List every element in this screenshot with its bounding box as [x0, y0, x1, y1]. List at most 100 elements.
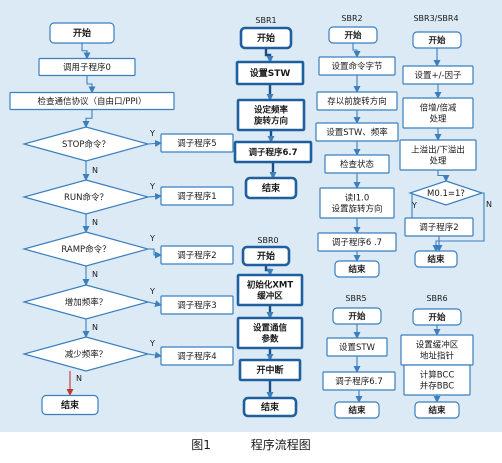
node-s6-end: 结束 [414, 401, 460, 419]
process-shape [322, 371, 396, 391]
section-title-sbr1: SBR1 [255, 16, 276, 25]
edge-m-ramp-to-m-sub2 [148, 248, 162, 259]
edge-m-check-to-m-stop [82, 109, 93, 128]
process-shape [9, 91, 175, 111]
edge-label: N [76, 374, 82, 383]
node-m-sub3: 调子程序3 [160, 295, 234, 315]
node-label: 缓冲区 [257, 291, 283, 302]
node-label: 调子程序3 [177, 300, 216, 311]
edge-m-inc-to-m-sub3 [147, 300, 162, 308]
node-m-sub4: 调子程序4 [160, 346, 234, 366]
node-label: 结束 [348, 264, 366, 275]
terminal-shape [334, 260, 380, 278]
node-label: 设置STW [339, 342, 376, 353]
process-shape [315, 122, 399, 142]
edge-label: Y [149, 234, 155, 243]
node-s34-dec: M0.1=1? [408, 180, 484, 206]
nodes-layer: 开始调用子程序0检查通信协议（自由口/PPI）STOP命令？RUN命令？RAMP… [9, 22, 484, 419]
node-label: 结束 [61, 399, 80, 411]
node-m-sub5: 调子程序5 [160, 133, 234, 153]
node-s1-stw: 设置STW [235, 60, 305, 86]
edge-m-stop-to-m-sub5 [147, 139, 162, 147]
node-label: 检查状态 [340, 159, 375, 170]
terminal-shape [328, 26, 378, 44]
node-label: 检查通信协议（自由口/PPI） [37, 96, 146, 107]
node-label: 计算BCC [420, 370, 455, 381]
node-label: 开始 [348, 311, 366, 322]
node-s1-call: 调子程序6.7 [233, 140, 313, 164]
process-shape [403, 364, 471, 396]
node-m-end: 结束 [41, 394, 99, 416]
terminal-shape [332, 307, 382, 325]
section-title-sbr34: SBR3/SBR4 [413, 14, 458, 23]
node-m-ramp: RAMP命令？ [21, 231, 151, 267]
edge-label: N [92, 166, 98, 175]
node-label: 读I1.0 [345, 193, 370, 204]
edge-m-dec-to-m-sub4 [147, 351, 162, 359]
node-label: 减少频率？ [65, 349, 108, 360]
node-m-start: 开始 [49, 22, 115, 44]
node-label: 调子程序4 [177, 351, 216, 362]
process-shape [236, 273, 304, 307]
node-label: 旋转方向 [253, 116, 288, 127]
process-shape [236, 98, 306, 132]
terminal-shape [414, 250, 458, 268]
node-s2-cmd: 设置命令字节 [318, 56, 396, 76]
terminal-shape [412, 31, 462, 49]
node-m-sub2: 调子程序2 [160, 245, 234, 265]
edge-m-start-to-m-call0 [81, 43, 91, 60]
node-s5-end: 结束 [334, 401, 380, 419]
node-label: 初始化XMT [247, 280, 294, 291]
edge-label: N [92, 323, 98, 332]
node-label: 开始 [428, 312, 446, 323]
edge-s0-start-to-s0-init [264, 265, 274, 276]
node-label: 设置STW、频率 [326, 127, 388, 138]
terminal-shape [334, 401, 380, 419]
process-shape [238, 358, 302, 382]
node-label: 上溢出/下溢出 [411, 145, 465, 156]
node-label: 调子程序6 .7 [332, 237, 382, 248]
node-s5-start: 开始 [332, 307, 382, 325]
edge-s34-ovf-to-s34-dec [437, 170, 450, 182]
node-label: 处理 [429, 114, 447, 125]
decision-shape [21, 336, 151, 372]
node-label: 倍增/倍减 [420, 103, 457, 114]
node-label: 设定频率 [254, 105, 289, 116]
decision-shape [21, 126, 151, 162]
node-s34-factor: 设置+/-因子 [402, 65, 474, 85]
section-title-sbr0: SBR0 [257, 236, 278, 245]
edge-m-run-to-m-sub1 [147, 192, 162, 200]
process-shape [318, 56, 396, 76]
process-shape [316, 91, 398, 111]
process-shape [402, 65, 474, 85]
process-shape [402, 97, 474, 129]
node-label: 开始 [428, 35, 446, 46]
node-label: 增加频率？ [65, 297, 108, 308]
decision-shape [21, 284, 151, 320]
process-shape [233, 140, 313, 164]
edge-label: N [486, 200, 492, 209]
node-label: 开始 [257, 250, 275, 262]
node-s34-end: 结束 [414, 250, 458, 268]
node-s2-save: 存以前旋转方向 [316, 91, 398, 111]
node-label: 调子程序2 [177, 250, 216, 261]
process-shape [160, 295, 234, 315]
process-shape [160, 346, 234, 366]
node-m-sub1: 调子程序1 [160, 186, 234, 206]
process-shape [324, 154, 390, 174]
node-s34-call: 调子程序2 [404, 217, 474, 237]
node-label: 设置缓冲区 [416, 340, 459, 351]
section-title-sbr6: SBR6 [426, 294, 447, 303]
terminal-shape [414, 401, 460, 419]
process-shape [326, 337, 388, 357]
process-shape [399, 139, 477, 171]
node-label: 结束 [348, 405, 366, 416]
node-label: 结束 [427, 254, 445, 265]
node-s2-end: 结束 [334, 260, 380, 278]
